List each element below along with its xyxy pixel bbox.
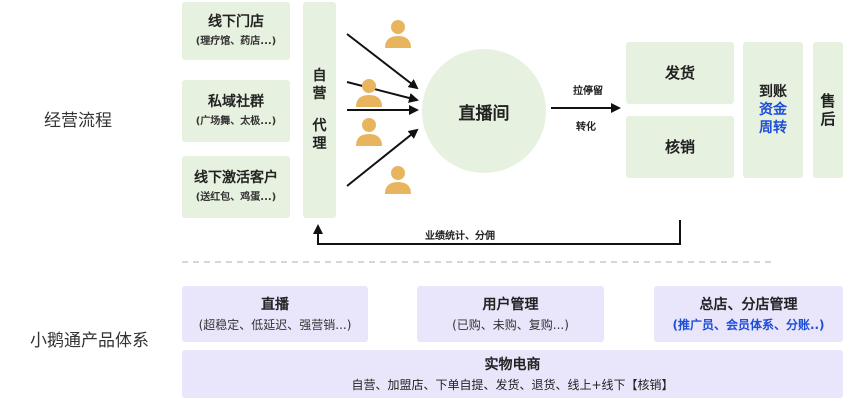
verify-box: 核销 bbox=[626, 116, 734, 178]
product-system-label: 小鹅通产品体系 bbox=[30, 331, 149, 351]
ship-box: 发货 bbox=[626, 42, 734, 104]
after-sales-box: 售后 bbox=[813, 42, 843, 178]
payment-sub2: 周转 bbox=[759, 120, 787, 136]
product-live-title: 直播 bbox=[261, 296, 289, 313]
person-icon bbox=[356, 79, 382, 107]
payment-box: 到账 资金 周转 bbox=[743, 42, 803, 178]
product-user-title: 用户管理 bbox=[482, 296, 539, 313]
source-title: 线下门店 bbox=[208, 14, 264, 30]
verify-label: 核销 bbox=[664, 138, 695, 156]
product-live-sub: (超稳定、低延迟、强营销...) bbox=[198, 317, 352, 332]
product-ecommerce-box: 实物电商 自营、加盟店、下单自提、发货、退货、线上+线下【核销】 bbox=[182, 350, 843, 398]
product-user-box: 用户管理 (已购、未购、复购...) bbox=[417, 286, 604, 342]
payment-sub1: 资金 bbox=[759, 102, 787, 118]
person-icon bbox=[356, 118, 382, 146]
arrow-in-2 bbox=[346, 81, 419, 103]
source-offline-activation: 线下激活客户 (送红包、鸡蛋...) bbox=[182, 156, 290, 218]
live-room-label: 直播间 bbox=[458, 103, 510, 124]
source-sub: (广场舞、太极...) bbox=[195, 116, 277, 127]
arrow-in-1 bbox=[346, 33, 419, 90]
product-store-title: 总店、分店管理 bbox=[699, 296, 798, 313]
source-sub: (送红包、鸡蛋...) bbox=[195, 192, 277, 203]
source-private-community: 私域社群 (广场舞、太极...) bbox=[182, 80, 290, 142]
payment-title: 到账 bbox=[759, 84, 787, 100]
product-store-sub: (推广员、会员体系、分账..) bbox=[672, 317, 825, 332]
product-ecommerce-sub: 自营、加盟店、下单自提、发货、退货、线上+线下【核销】 bbox=[351, 377, 674, 392]
source-offline-store: 线下门店 (理疗馆、药店...) bbox=[182, 2, 290, 60]
feedback-label: 业绩统计、分佣 bbox=[425, 231, 495, 242]
live-room-circle: 直播间 bbox=[422, 49, 546, 173]
agent-text: 代理 bbox=[312, 118, 327, 152]
self-operated-text: 自营 bbox=[312, 68, 327, 102]
product-ecommerce-title: 实物电商 bbox=[484, 356, 541, 373]
source-sub: (理疗馆、药店...) bbox=[195, 36, 277, 47]
retention-label: 拉停留 bbox=[573, 86, 603, 97]
product-live-box: 直播 (超稳定、低延迟、强营销...) bbox=[182, 286, 368, 342]
feedback-arrow bbox=[313, 220, 681, 245]
person-icon bbox=[385, 166, 411, 194]
ship-label: 发货 bbox=[664, 64, 695, 82]
product-store-box: 总店、分店管理 (推广员、会员体系、分账..) bbox=[654, 286, 843, 342]
after-sales-label: 售后 bbox=[820, 92, 836, 128]
person-icon bbox=[385, 20, 411, 48]
product-user-sub: (已购、未购、复购...) bbox=[452, 317, 569, 332]
source-title: 线下激活客户 bbox=[194, 170, 278, 186]
operation-flow-label: 经营流程 bbox=[44, 111, 112, 131]
arrow-in-4 bbox=[346, 128, 419, 187]
self-agent-box: 自营 代理 bbox=[303, 2, 336, 218]
conversion-label: 转化 bbox=[576, 122, 596, 133]
source-title: 私域社群 bbox=[208, 94, 264, 110]
